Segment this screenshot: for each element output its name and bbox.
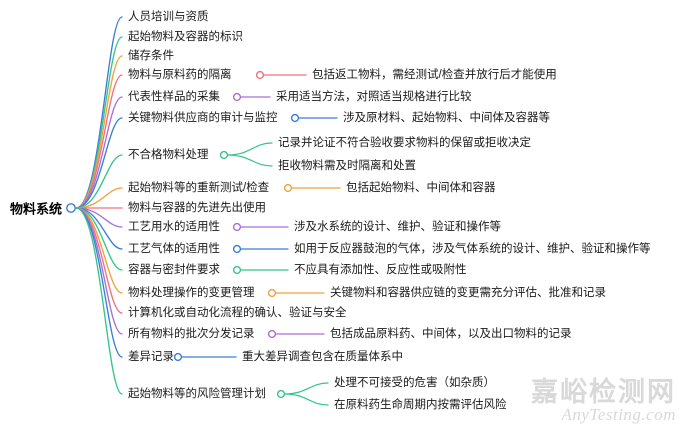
leaf-node-label[interactable]: 处理不可接受的危害（如杂质） <box>334 377 495 389</box>
leaf-node-label[interactable]: 包括成品原料药、中间体，以及出口物料的记录 <box>330 328 572 340</box>
mindmap-edge <box>284 393 329 406</box>
root-node-label[interactable]: 物料系统 <box>10 201 63 217</box>
node-marker[interactable] <box>66 203 76 213</box>
node-marker[interactable] <box>173 352 183 362</box>
branch-node-label[interactable]: 不合格物料处理 <box>128 149 209 161</box>
leaf-node-label[interactable]: 拒收物料需及时隔离和处置 <box>278 160 416 172</box>
mindmap-edge <box>75 16 123 209</box>
mindmap-edge <box>75 207 123 250</box>
leaf-node-label[interactable]: 涉及水系统的设计、维护、验证和操作等 <box>294 221 501 233</box>
mindmap-edge <box>75 55 123 209</box>
leaf-node-label[interactable]: 在原料药生命周期内按需评估风险 <box>334 399 507 411</box>
leaf-node-label[interactable]: 记录并论证不符合验收要求物料的保留或拒收决定 <box>278 137 531 149</box>
leaf-node-label[interactable]: 采用适当方法，对照适当规格进行比较 <box>276 91 472 103</box>
mindmap-edge <box>75 36 123 209</box>
leaf-node-label[interactable]: 关键物料和容器供应链的变更需充分评估、批准和记录 <box>330 287 606 299</box>
mindmap-edge <box>75 207 123 395</box>
node-marker[interactable] <box>232 244 242 254</box>
mindmap-edge <box>75 154 123 209</box>
leaf-node-label[interactable]: 包括起始物料、中间体和容器 <box>346 182 496 194</box>
watermark: 嘉峪检测网 AnyTesting.com <box>531 378 676 424</box>
node-marker[interactable] <box>276 389 286 399</box>
branch-node-label[interactable]: 储存条件 <box>128 50 174 62</box>
branch-node-label[interactable]: 起始物料等的重新测试/检查 <box>128 182 270 194</box>
branch-node-label[interactable]: 起始物料及容器的标识 <box>128 31 243 43</box>
branch-node-label[interactable]: 工艺用水的适用性 <box>128 221 220 233</box>
node-marker[interactable] <box>232 222 242 232</box>
node-marker[interactable] <box>267 329 277 339</box>
mindmap-edge <box>75 207 123 294</box>
node-marker[interactable] <box>267 288 277 298</box>
node-marker[interactable] <box>232 265 242 275</box>
mindmap-edge <box>227 154 273 167</box>
mindmap-edge <box>227 142 273 156</box>
node-marker[interactable] <box>290 113 300 123</box>
branch-node-label[interactable]: 物料处理操作的变更管理 <box>128 287 255 299</box>
watermark-english: AnyTesting.com <box>561 405 676 424</box>
branch-node-label[interactable]: 计算机化或自动化流程的确认、验证与安全 <box>128 307 347 319</box>
branch-node-label[interactable]: 人员培训与资质 <box>128 11 209 23</box>
mindmap-edge <box>75 187 123 209</box>
branch-node-label[interactable]: 容器与密封件要求 <box>128 264 220 276</box>
mindmap-edge <box>284 382 329 395</box>
mindmap-edge <box>75 207 123 335</box>
branch-node-label[interactable]: 所有物料的批次分发记录 <box>128 328 255 340</box>
mindmap-edge <box>75 96 123 209</box>
node-marker[interactable] <box>219 150 229 160</box>
leaf-node-label[interactable]: 涉及原材料、起始物料、中间体及容器等 <box>343 112 550 124</box>
branch-node-label[interactable]: 物料与原料药的隔离 <box>128 69 232 81</box>
mindmap-edge <box>75 74 123 209</box>
mindmap-edge <box>75 117 123 209</box>
mindmap-edge <box>75 207 123 228</box>
leaf-node-label[interactable]: 重大差异调查包含在质量体系中 <box>242 351 403 363</box>
branch-node-label[interactable]: 起始物料等的风险管理计划 <box>128 388 266 400</box>
node-marker[interactable] <box>283 183 293 193</box>
leaf-node-label[interactable]: 如用于反应器鼓泡的气体，涉及气体系统的设计、维护、验证和操作等 <box>294 243 651 255</box>
mindmap-edge <box>75 207 123 314</box>
branch-node-label[interactable]: 工艺气体的适用性 <box>128 243 220 255</box>
mindmap-edge <box>75 207 123 271</box>
branch-node-label[interactable]: 物料与容器的先进先出使用 <box>128 202 266 214</box>
branch-node-label[interactable]: 代表性样品的采集 <box>128 91 220 103</box>
branch-node-label[interactable]: 差异记录 <box>128 351 174 363</box>
mindmap-edge <box>75 207 123 358</box>
branch-node-label[interactable]: 关键物料供应商的审计与监控 <box>128 112 278 124</box>
node-marker[interactable] <box>255 70 265 80</box>
watermark-chinese: 嘉峪检测网 <box>531 377 676 407</box>
node-marker[interactable] <box>232 92 242 102</box>
leaf-node-label[interactable]: 包括返工物料，需经测试/检查并放行后才能使用 <box>312 69 557 81</box>
leaf-node-label[interactable]: 不应具有添加性、反应性或吸附性 <box>294 264 467 276</box>
